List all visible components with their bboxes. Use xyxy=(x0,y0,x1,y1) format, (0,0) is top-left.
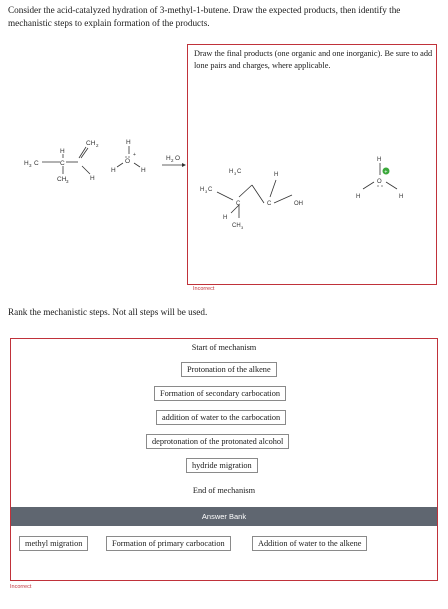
atom-label: H xyxy=(60,148,65,155)
draw-status: Incorrect xyxy=(193,286,215,292)
arrow-label: H xyxy=(166,155,171,162)
step-water-addition-carbocation[interactable]: addition of water to the carbocation xyxy=(156,410,287,425)
draw-prompt: Draw the final products (one organic and… xyxy=(194,49,433,70)
atom-label: 3 xyxy=(234,171,237,176)
step-secondary-carbocation[interactable]: Formation of secondary carbocation xyxy=(154,386,287,401)
atom-label: O xyxy=(377,179,382,185)
atom-label: C xyxy=(34,160,39,167)
end-label: End of mechanism xyxy=(192,486,256,495)
step-hydride-migration[interactable]: hydride migration xyxy=(186,458,258,473)
charge-label: + xyxy=(133,152,136,158)
atom-label: H xyxy=(229,169,233,175)
atom-label: 3 xyxy=(241,225,244,230)
bank-item-methyl-migration[interactable]: methyl migration xyxy=(19,536,89,551)
answer-bank-header: Answer Bank xyxy=(11,507,437,526)
atom-label: C xyxy=(236,201,241,207)
drawing-canvas[interactable]: Draw the final products (one organic and… xyxy=(187,44,437,292)
atom-label: H xyxy=(126,139,131,146)
atom-label: H xyxy=(90,175,95,182)
atom-label: 3 xyxy=(205,189,208,194)
positive-charge-icon xyxy=(382,167,390,175)
bank-item-primary-carbocation[interactable]: Formation of primary carbocation xyxy=(106,536,231,551)
question-2-text: Rank the mechanistic steps. Not all step… xyxy=(8,307,208,317)
atom-label: CH xyxy=(232,223,241,229)
question-1-text: Consider the acid-catalyzed hydration of… xyxy=(8,5,401,28)
arrow-label: 2 xyxy=(171,158,174,163)
atom-label: OH xyxy=(294,201,303,207)
atom-label: H xyxy=(274,172,278,178)
ranking-area: Start of mechanism Protonation of the al… xyxy=(10,338,438,581)
reactant-structure: H CH 2 H 3 C C CH 3 H H O + H H H 2 O xyxy=(24,139,186,184)
atom-label: CH xyxy=(57,176,67,183)
atom-label: O xyxy=(125,158,130,165)
atom-label: C xyxy=(60,160,65,167)
product-structures: H 3 C H 3 C C H C H OH CH 3 H H O H + xyxy=(200,157,403,230)
step-protonation-alkene[interactable]: Protonation of the alkene xyxy=(181,362,277,377)
atom-label: H xyxy=(141,167,146,174)
ranking-status: Incorrect xyxy=(10,584,32,590)
atom-label: C xyxy=(237,169,242,175)
atom-label: H xyxy=(399,194,403,200)
atom-label: H xyxy=(200,187,204,193)
charge-label: + xyxy=(384,169,387,175)
atom-label: H xyxy=(377,157,381,163)
atom-label: CH xyxy=(86,140,96,147)
atom-label: H xyxy=(111,167,116,174)
atom-label: C xyxy=(267,201,272,207)
atom-label: H xyxy=(223,215,227,221)
atom-label: 3 xyxy=(66,179,69,184)
arrow-label: O xyxy=(175,155,180,162)
start-label: Start of mechanism xyxy=(191,343,257,352)
atom-label: 2 xyxy=(96,143,99,148)
atom-label: H xyxy=(356,194,360,200)
step-deprotonation-alcohol[interactable]: deprotonation of the protonated alcohol xyxy=(146,434,290,449)
atom-label: H xyxy=(24,160,29,167)
atom-label: C xyxy=(208,187,213,193)
bank-item-water-addition-alkene[interactable]: Addition of water to the alkene xyxy=(252,536,368,551)
atom-label: 3 xyxy=(29,163,32,168)
